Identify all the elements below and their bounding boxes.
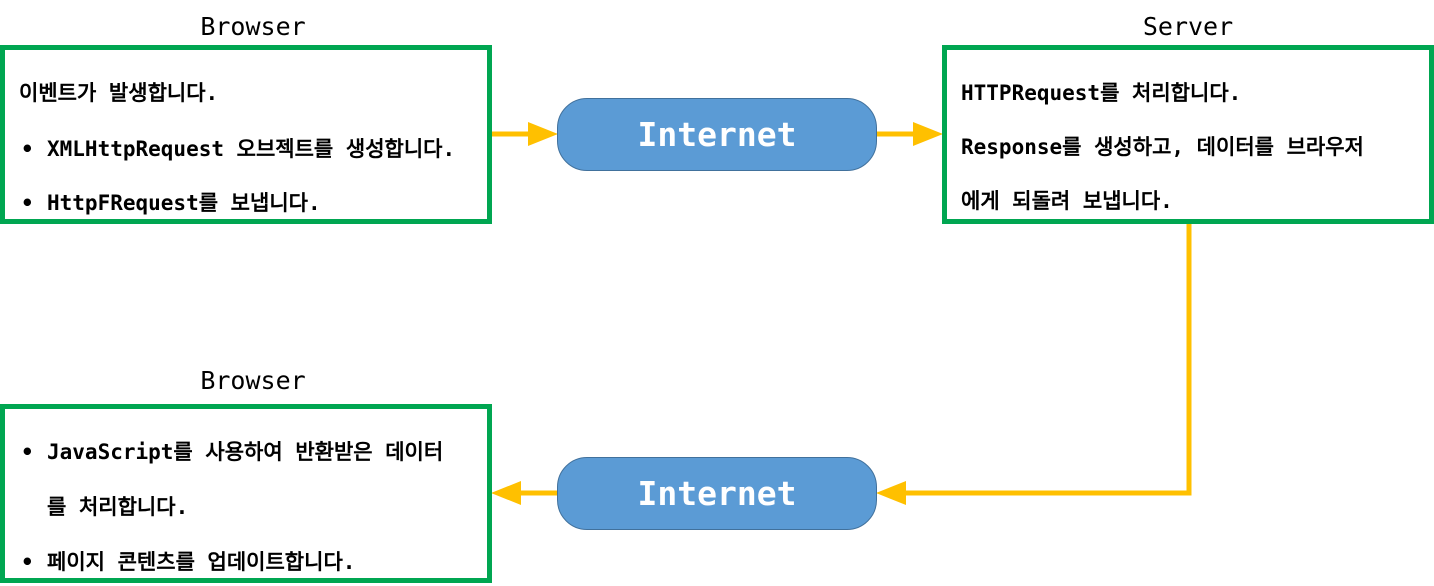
- server-box: HTTPRequest를 처리합니다. Response를 생성하고, 데이터를…: [942, 45, 1434, 224]
- browser-bottom-box: • JavaScript를 사용하여 반환받은 데이터 를 처리합니다. • 페…: [0, 404, 492, 583]
- browser-bottom-line-2: 를 처리합니다.: [47, 495, 189, 519]
- browser-bottom-line-3: 페이지 콘텐츠를 업데이트합니다.: [47, 550, 356, 574]
- internet-top-pill: Internet: [557, 98, 877, 171]
- server-title: Server: [1142, 12, 1234, 41]
- browser-bottom-title: Browser: [200, 366, 306, 395]
- browser-top-title: Browser: [200, 12, 306, 41]
- browser-top-line-2: XMLHttpRequest 오브젝트를 생성합니다.: [47, 137, 456, 161]
- browser-top-line-3: HttpFRequest를 보냅니다.: [47, 191, 321, 215]
- browser-top-box: 이벤트가 발생합니다. • XMLHttpRequest 오브젝트를 생성합니다…: [0, 45, 492, 224]
- bullet-glyph: •: [21, 191, 34, 215]
- internet-bottom-pill: Internet: [557, 457, 877, 530]
- internet-bottom-label: Internet: [637, 474, 797, 513]
- browser-top-line-1: 이벤트가 발생합니다.: [19, 81, 219, 105]
- arrow-server-to-internet: [903, 224, 1192, 496]
- bullet-glyph: •: [21, 137, 34, 161]
- bullet-glyph: •: [21, 550, 34, 574]
- bullet-glyph: •: [21, 440, 34, 464]
- arrowhead-2: [913, 122, 943, 146]
- arrowhead-1: [528, 122, 558, 146]
- arrowhead-3: [876, 481, 906, 505]
- browser-bottom-line-1: JavaScript를 사용하여 반환받은 데이터: [47, 440, 444, 464]
- server-line-2: Response를 생성하고, 데이터를 브라우저: [961, 135, 1364, 159]
- server-line-3: 에게 되돌려 보냅니다.: [961, 189, 1173, 213]
- server-line-1: HTTPRequest를 처리합니다.: [961, 81, 1242, 105]
- internet-top-label: Internet: [637, 115, 797, 154]
- arrowhead-4: [491, 481, 521, 505]
